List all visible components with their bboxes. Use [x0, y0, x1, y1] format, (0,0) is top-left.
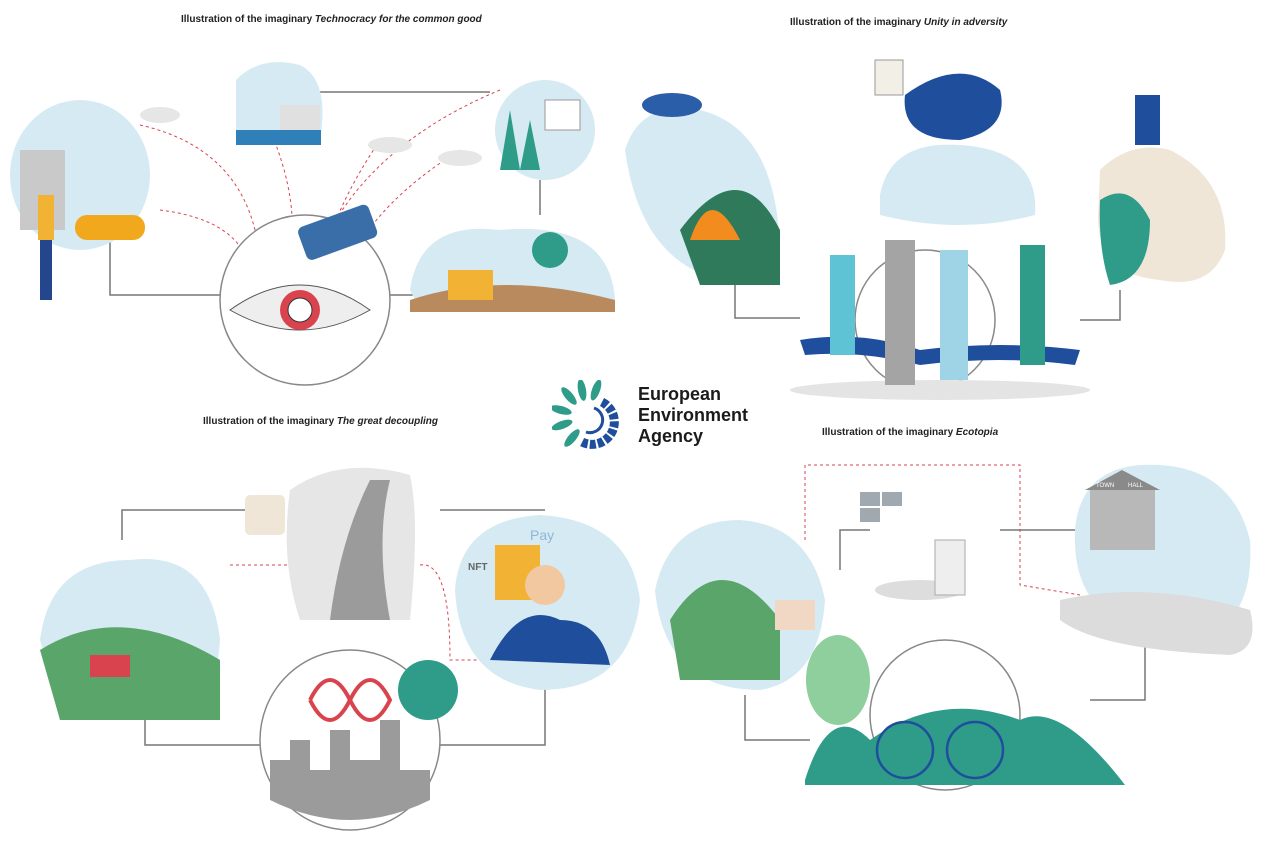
eea-logo: European Environment Agency [550, 379, 752, 454]
pay-label: Pay [530, 527, 554, 543]
eea-logo-icon [550, 379, 619, 449]
unity-illustration [625, 59, 1226, 400]
panel-title-ecotopia: Illustration of the imaginary Ecotopia [822, 427, 999, 438]
panel-title-unity: Illustration of the imaginary Unity in a… [790, 17, 1008, 28]
ecotopia-illustration: TOWN HALL [655, 464, 1253, 791]
panel-title-technocracy: Illustration of the imaginary Technocrac… [181, 14, 482, 25]
panel-title-decoupling: Illustration of the imaginary The great … [203, 416, 439, 427]
hall-label: HALL [1128, 483, 1144, 489]
decoupling-illustration: Pay NFT [40, 467, 640, 831]
logo-line-1: European [638, 384, 722, 404]
logo-line-3: Agency [638, 426, 704, 446]
nft-label: NFT [468, 562, 487, 573]
logo-line-2: Environment [638, 405, 749, 425]
town-label: TOWN [1096, 483, 1114, 489]
technocracy-illustration [10, 62, 615, 386]
